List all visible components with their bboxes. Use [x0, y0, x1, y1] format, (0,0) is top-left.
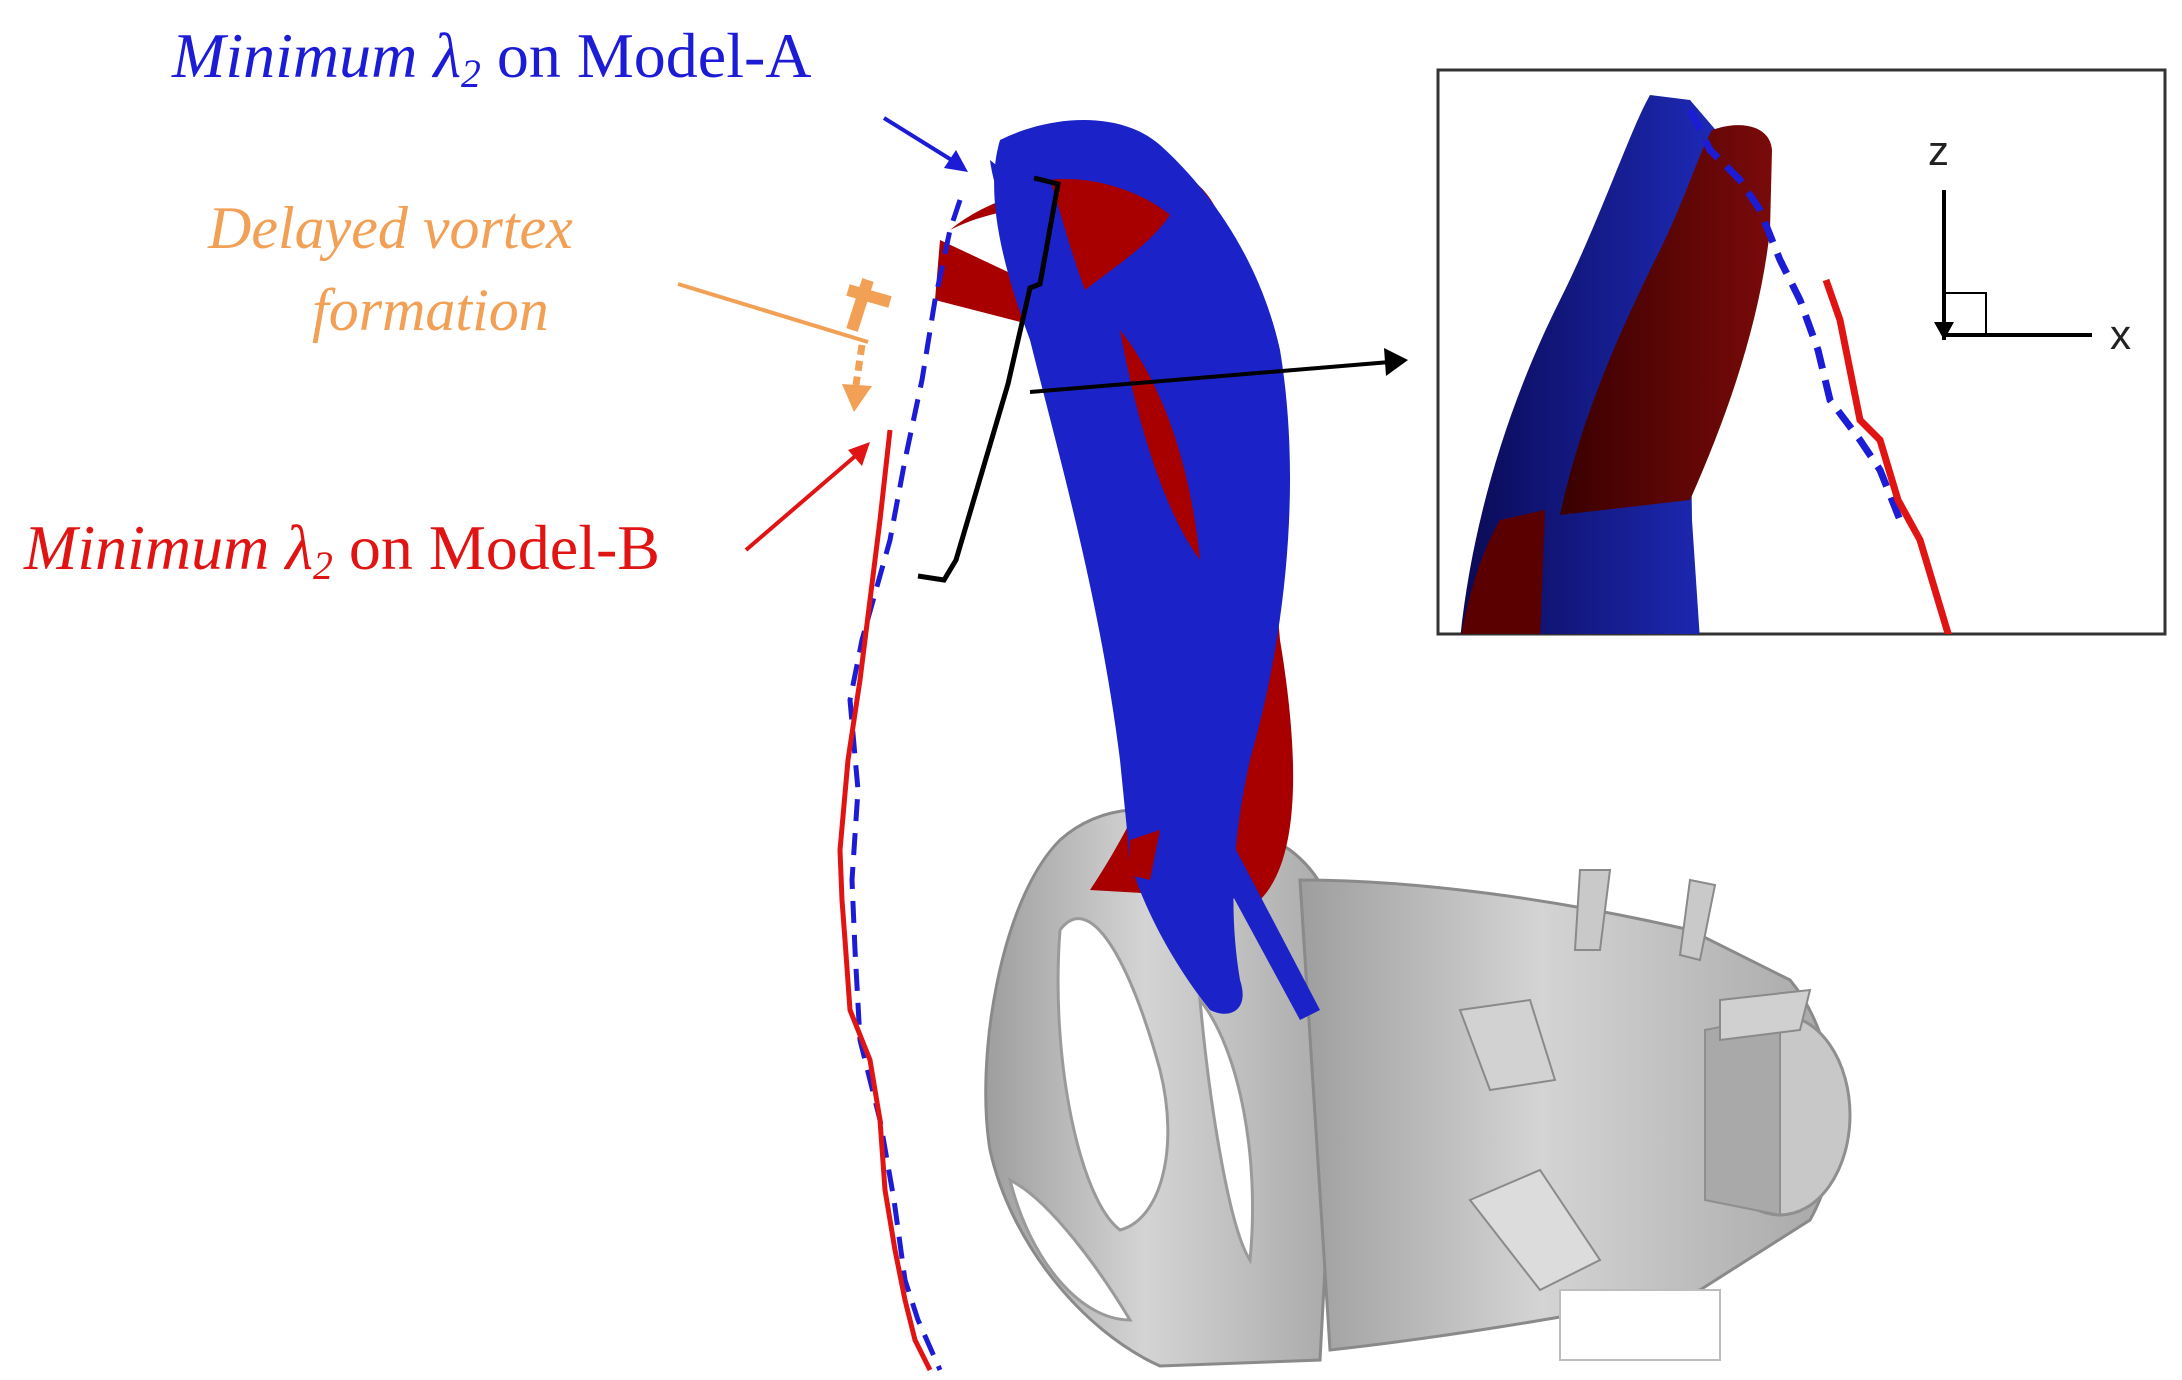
- inset-model-b-line: [1822, 278, 1952, 634]
- inset-panel: [1436, 68, 2167, 636]
- model-a-vortex-surface: [990, 120, 1320, 1020]
- delay-label-line2: formation: [312, 277, 549, 343]
- propeller-geometry: [984, 805, 1852, 1368]
- model-a-label: Minimum λ2 on Model-A: [172, 20, 812, 96]
- axis-x-label: x: [2110, 311, 2131, 358]
- zoom-bracket: [917, 175, 1408, 583]
- model-b-callout-arrow: [744, 442, 870, 552]
- axis-triad: [1934, 190, 2092, 340]
- inset-model-a-line: [1686, 108, 1904, 522]
- delay-label-line1: Delayed vortex: [208, 195, 573, 261]
- delay-callout: [677, 278, 892, 412]
- model-b-minimum-lambda2-line: [837, 429, 933, 1372]
- model-a-callout-arrow: [882, 116, 968, 172]
- model-a-minimum-lambda2-line: [847, 199, 963, 1372]
- model-b-label: Minimum λ2 on Model-B: [24, 512, 660, 588]
- delayed-vortex-label: Delayed vortex formation: [208, 198, 573, 340]
- axis-z-label: z: [1928, 127, 1949, 174]
